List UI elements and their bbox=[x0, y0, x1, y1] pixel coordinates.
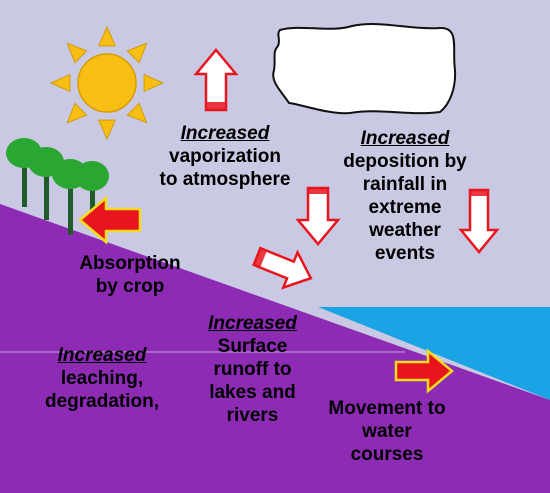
tree-icon bbox=[6, 138, 109, 235]
sun-disc bbox=[77, 53, 137, 113]
label-leaching-emphasis: Increased bbox=[57, 345, 147, 366]
label-vaporization: Increased vaporization to atmosphere bbox=[150, 122, 300, 191]
sun-ray bbox=[66, 102, 88, 124]
label-absorption-line: Absorption bbox=[79, 253, 181, 274]
sun-icon bbox=[49, 25, 165, 141]
label-movement-line: courses bbox=[350, 444, 424, 465]
label-runoff: Increased Surface runoff to lakes and ri… bbox=[180, 312, 325, 427]
label-movement: Movement to water courses bbox=[312, 397, 462, 466]
rainfall-arrow-right-cap bbox=[470, 190, 488, 196]
label-deposition-line: rainfall in bbox=[362, 174, 448, 195]
vaporization-arrow-base bbox=[206, 102, 226, 110]
label-deposition-line: weather bbox=[369, 220, 441, 241]
label-leaching-line: degradation, bbox=[44, 391, 159, 412]
tree-crown bbox=[75, 161, 109, 191]
movement-arrow-right bbox=[394, 348, 454, 394]
sun-ray bbox=[97, 119, 117, 141]
runoff-arrow bbox=[252, 246, 313, 290]
cloud-icon bbox=[272, 23, 457, 115]
label-vaporization-line: to atmosphere bbox=[159, 169, 291, 190]
label-leaching: Increased leaching, degradation, bbox=[32, 344, 172, 413]
label-runoff-emphasis: Increased bbox=[208, 313, 297, 334]
tree-trunk bbox=[90, 182, 95, 230]
label-runoff-line: Surface bbox=[217, 336, 288, 357]
label-runoff-line: lakes and bbox=[209, 382, 296, 403]
land-slope bbox=[0, 204, 550, 493]
sun-ray bbox=[126, 102, 148, 124]
label-deposition: Increased deposition by rainfall in extr… bbox=[330, 127, 480, 265]
label-leaching-line: leaching, bbox=[60, 368, 144, 389]
sun-ray bbox=[143, 73, 165, 93]
label-vaporization-emphasis: Increased bbox=[180, 123, 270, 144]
label-absorption-line: by crop bbox=[95, 276, 165, 297]
label-runoff-line: rivers bbox=[226, 405, 279, 426]
sun-ray bbox=[126, 42, 148, 64]
water-body bbox=[318, 307, 550, 400]
sun-ray bbox=[97, 25, 117, 47]
label-absorption: Absorption by crop bbox=[60, 252, 200, 298]
absorption-arrow-left bbox=[78, 195, 142, 245]
tree-trunk bbox=[22, 160, 27, 207]
tree-trunk bbox=[68, 180, 73, 235]
sun-ray bbox=[66, 42, 88, 64]
label-movement-line: Movement to bbox=[328, 398, 446, 419]
tree-trunk bbox=[44, 168, 49, 220]
rainfall-arrow-down-right bbox=[458, 188, 500, 254]
label-movement-line: water bbox=[362, 421, 412, 442]
label-deposition-line: deposition by bbox=[343, 151, 467, 172]
label-deposition-emphasis: Increased bbox=[360, 128, 450, 149]
label-vaporization-line: vaporization bbox=[169, 146, 281, 167]
sun-ray bbox=[49, 73, 71, 93]
label-runoff-line: runoff to bbox=[213, 359, 292, 380]
sun-rays bbox=[49, 25, 165, 141]
label-deposition-line: events bbox=[374, 243, 436, 264]
rainfall-arrow-left-cap bbox=[308, 188, 328, 194]
label-deposition-line: extreme bbox=[368, 197, 442, 218]
